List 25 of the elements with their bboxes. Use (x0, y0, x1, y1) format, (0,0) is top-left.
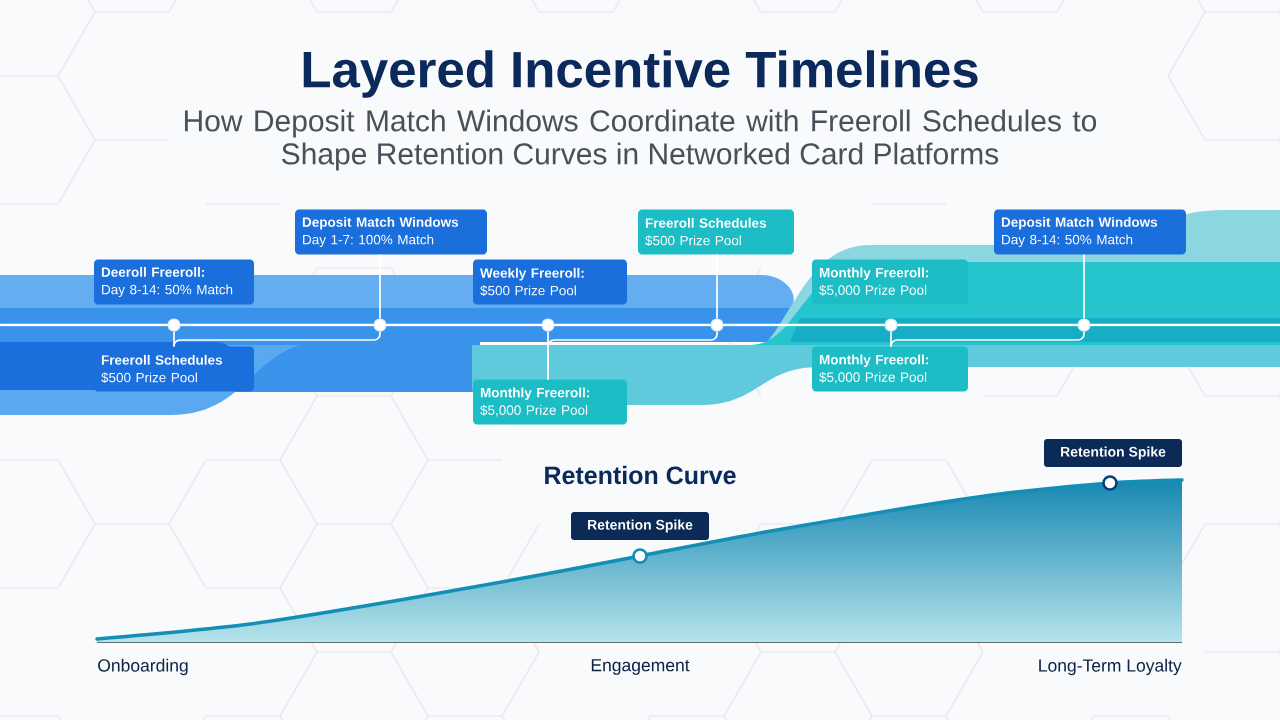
event-box: Deposit Match Windows Day 8-14: 50% Match (994, 209, 1186, 255)
leader-line (547, 330, 718, 381)
axis-label: Long-Term Loyalty (1039, 658, 1182, 676)
tag-box: Retention Spike (571, 512, 709, 540)
event-box: Monthly Freeroll: $5,000 Prize Pool (812, 259, 968, 305)
leader-line (379, 253, 381, 320)
event-box: Freeroll Schedules $500 Prize Pool (638, 209, 794, 255)
leader-line (1083, 253, 1085, 320)
node-label: Freeroll Schedules (101, 354, 223, 365)
event-box: Deeroll Freeroll: Day 8-14: 50% Match (94, 259, 254, 305)
chart-heading: Retention Curve (545, 465, 736, 485)
subtitle: How Deposit Match Windows Coordinate with Freeroll Schedules to Shape Retention Curves in Networked Card Platforms (185, 109, 1097, 171)
leader-line (890, 330, 1085, 348)
leader-line (173, 330, 381, 348)
event-box: Monthly Freeroll: $5,000 Prize Pool (812, 346, 968, 392)
tag-box: Retention Spike (1044, 439, 1182, 467)
node-label: $500 Prize Pool (101, 372, 197, 384)
event-box: Monthly Freeroll: $5,000 Prize Pool (473, 379, 627, 425)
leader-line (716, 253, 718, 320)
axis-label: Engagement (591, 659, 690, 675)
title: Layered Incentive Timelines (303, 50, 978, 98)
event-box: Weekly Freeroll: $500 Prize Pool (473, 259, 627, 305)
event-box: Freeroll Schedules $500 Prize Pool (94, 346, 254, 392)
axis-label: Onboarding (98, 658, 188, 676)
event-box: Deposit Match Windows Day 1-7: 100% Match (295, 209, 487, 255)
